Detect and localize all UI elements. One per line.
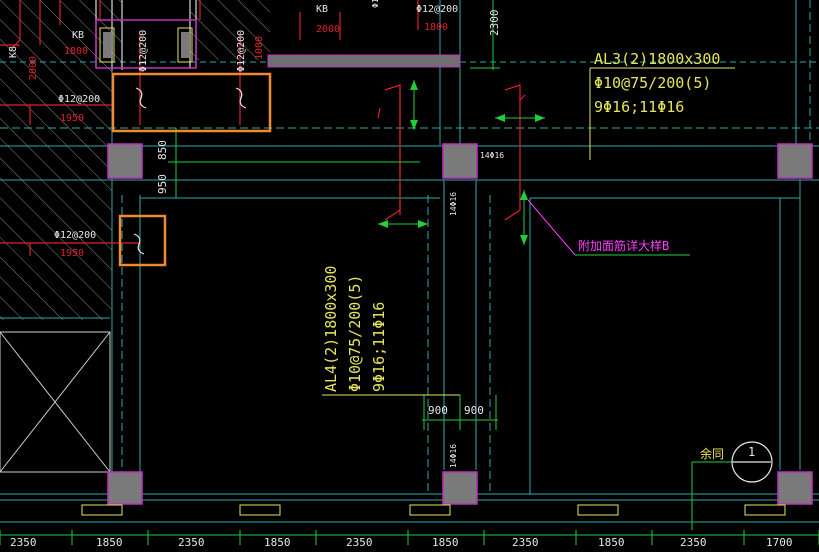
highlight-box-lower [118, 214, 167, 267]
bar-14-a: 14Φ16 [480, 151, 504, 160]
columns [107, 143, 813, 505]
section-number: 1 [748, 445, 755, 459]
section-symbol [731, 441, 773, 483]
highlight-boxes [111, 72, 272, 267]
rebar-label-6: Φ12@200 [371, 0, 380, 8]
rebar-lines [0, 0, 526, 256]
wall-lines [95, 0, 197, 70]
bottom-dim-8: 1850 [598, 536, 625, 549]
highlight-box-upper [111, 72, 272, 133]
len-1950-b: 1950 [60, 248, 84, 259]
bottom-dim-10: 1700 [766, 536, 793, 549]
top-opening [95, 19, 197, 69]
al3-name: AL3(2)1800x300 [594, 50, 720, 68]
bottom-dim-9: 2350 [680, 536, 707, 549]
note-same: 余同 [700, 446, 724, 461]
rebar-label-5: Φ12@200 [236, 30, 247, 72]
dim-950: 950 [156, 174, 169, 194]
rebar-label-4: Φ12@200 [138, 30, 149, 72]
kb-label-2: KB [72, 30, 84, 41]
leader-lines [322, 67, 735, 396]
rebar-hooks [133, 87, 247, 255]
bottom-dim-4: 1850 [264, 536, 291, 549]
bottom-dim-5: 2350 [346, 536, 373, 549]
bottom-dim-2: 1850 [96, 536, 123, 549]
al3-stirrup: Φ10@75/200(5) [594, 74, 711, 92]
hatched-wall [0, 0, 270, 320]
len-1800-b: 1800 [424, 22, 448, 33]
rebar-label-2: Φ12@200 [54, 230, 96, 241]
dim-900-a: 900 [428, 404, 448, 417]
len-1800-a: 1800 [64, 46, 88, 57]
dimension-arrows [378, 80, 545, 245]
bar-14-b: 14Φ16 [449, 192, 458, 216]
dim-900-b: 900 [464, 404, 484, 417]
len-2000-b: 2000 [316, 24, 340, 35]
al3-bars: 9Φ16;11Φ16 [594, 98, 684, 116]
bottom-dims: 2350 1850 2350 1850 2350 1850 2350 1850 … [10, 536, 793, 549]
rebar-label-1: Φ12@200 [58, 94, 100, 105]
dim-850: 850 [156, 140, 169, 160]
bottom-dim-7: 2350 [512, 536, 539, 549]
bottom-dim-1: 2350 [10, 536, 37, 549]
bottom-dim-3: 2350 [178, 536, 205, 549]
rebar-label-3: Φ12@200 [416, 4, 458, 15]
len-1950-a: 1950 [60, 113, 84, 124]
dim-2300: 2300 [488, 10, 501, 37]
slab-strip [267, 54, 461, 68]
al4-stirrup: Φ10@75/200(5) [346, 275, 364, 392]
note-detail: 附加面筋详大样B [578, 238, 669, 253]
al4-name: AL4(2)1800x300 [322, 266, 340, 392]
kb-label-3: K8 [8, 46, 19, 58]
len-1000: 1000 [254, 36, 265, 60]
len-2000: 2000 [28, 56, 39, 80]
bottom-dim-6: 1850 [432, 536, 459, 549]
al4-bars: 9Φ16;11Φ16 [370, 302, 388, 392]
bottom-row [0, 504, 819, 545]
opening-cross [0, 331, 111, 473]
kb-label-1: KB [316, 4, 328, 15]
note-leader [527, 199, 576, 256]
bar-14-c: 14Φ16 [449, 444, 458, 468]
